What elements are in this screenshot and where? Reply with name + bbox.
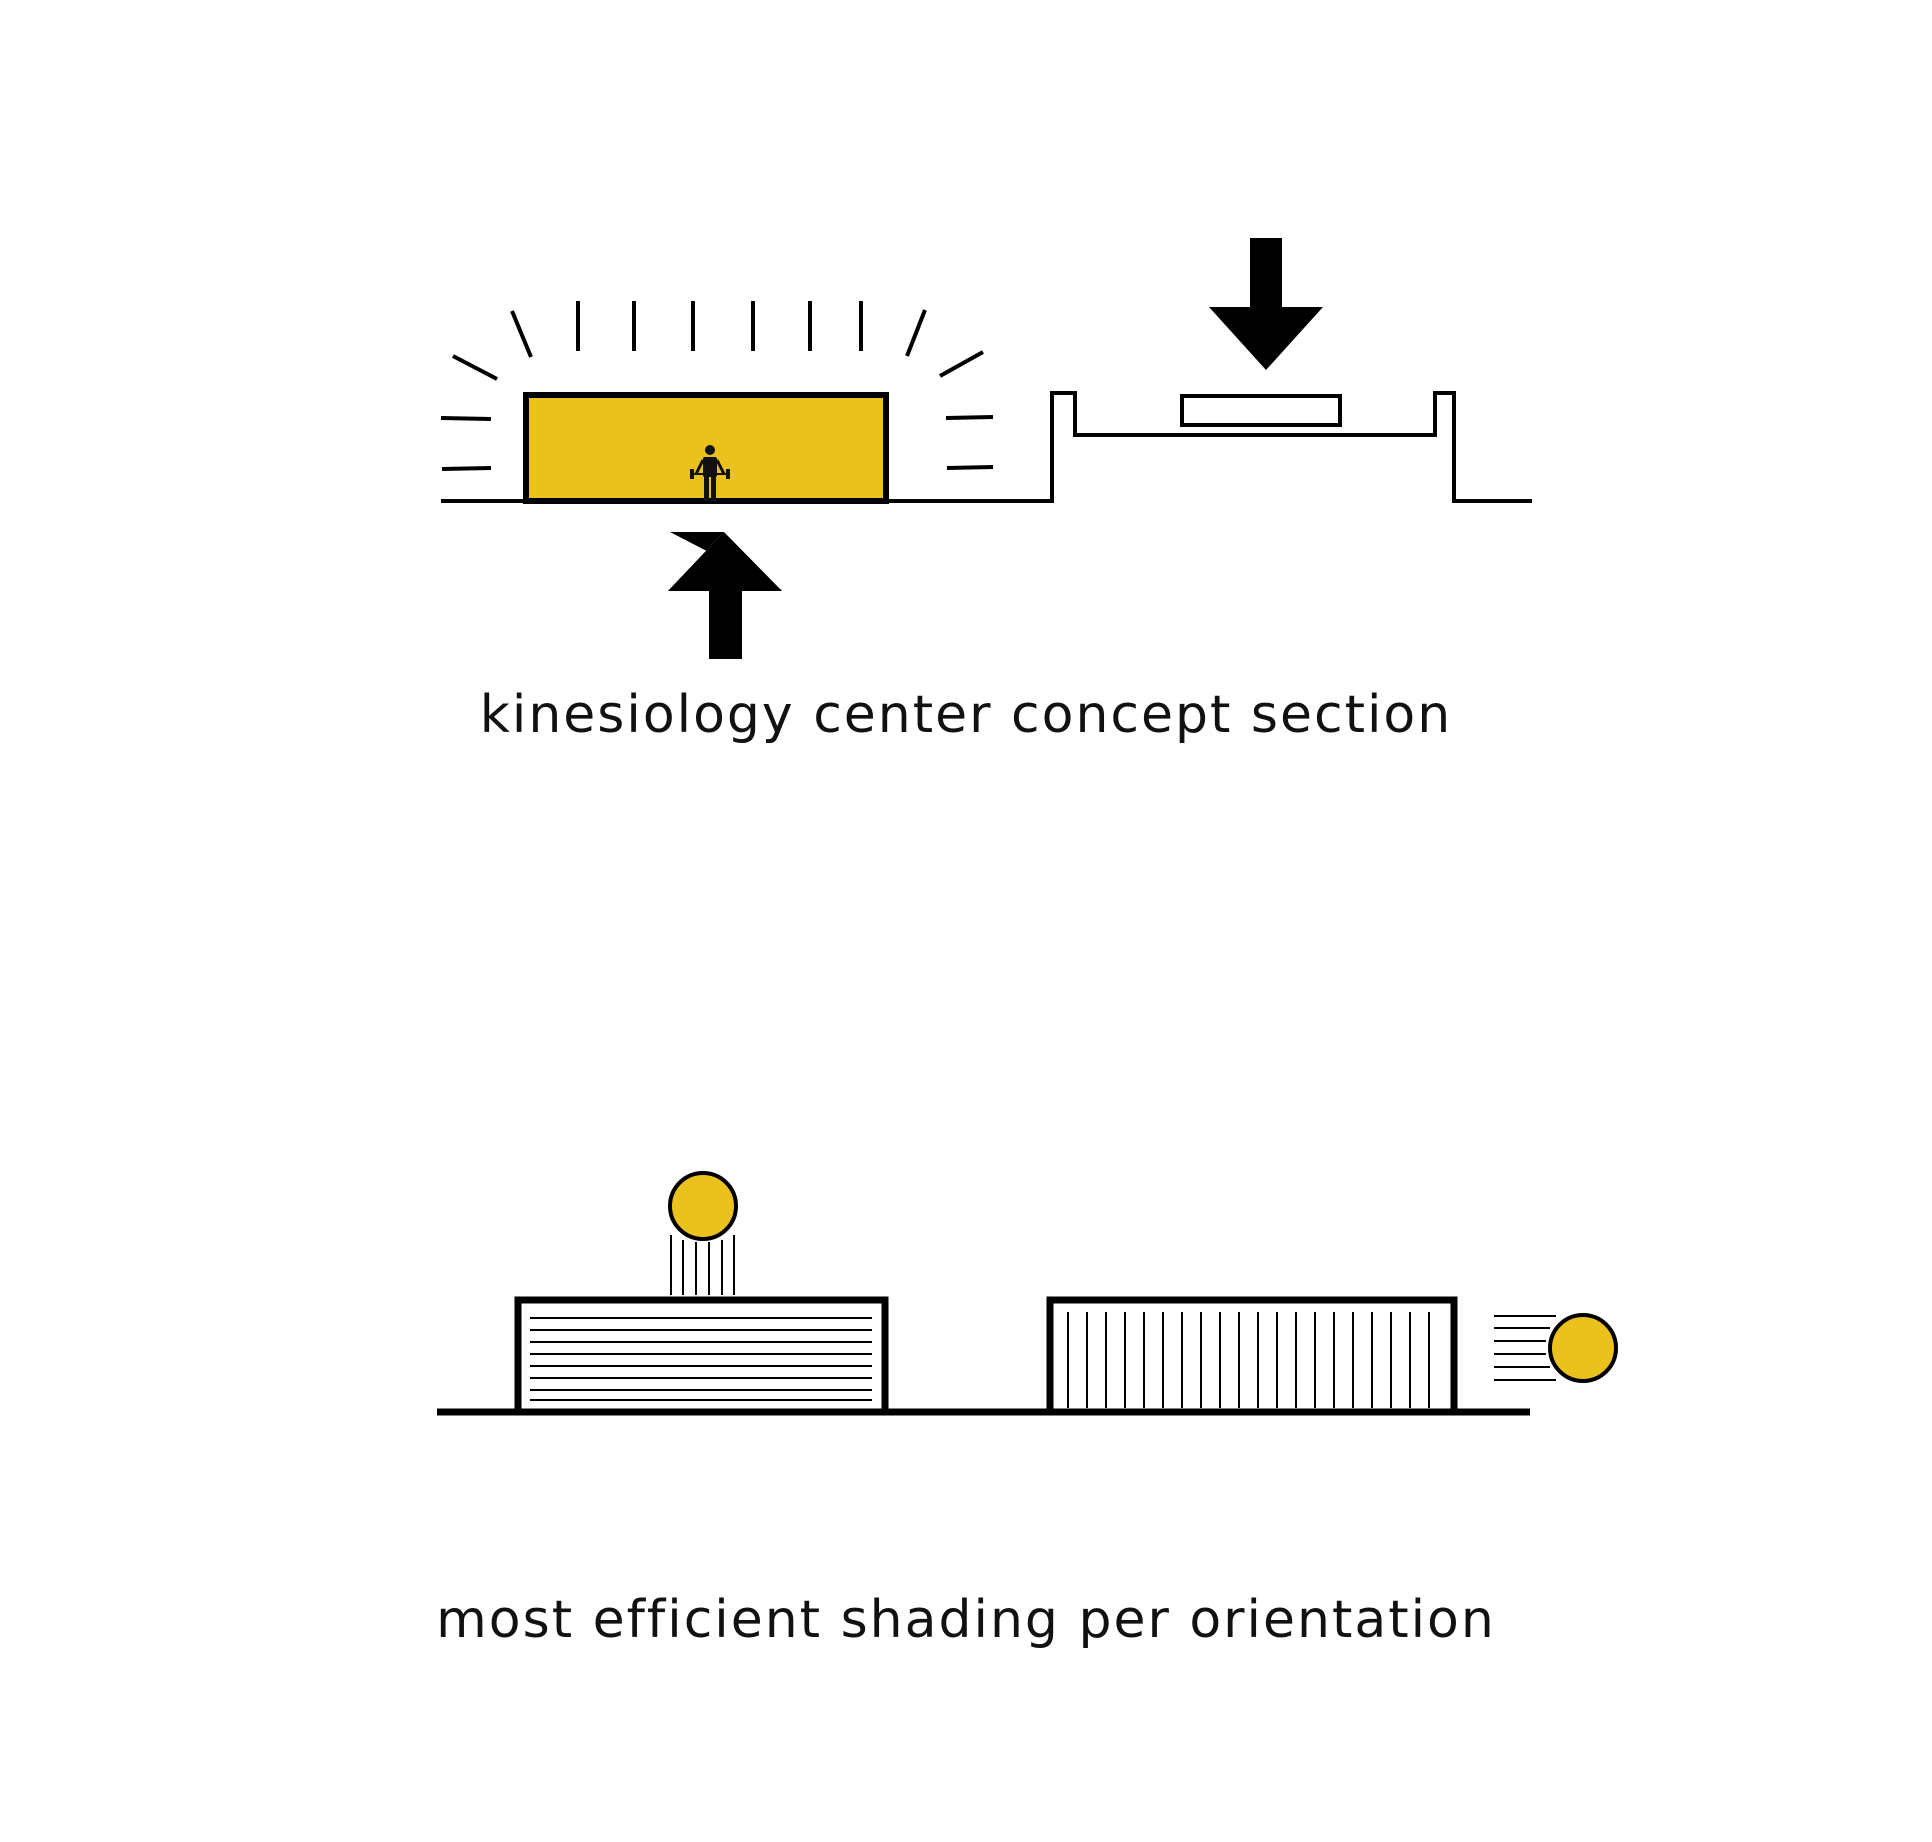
horizontal-louvers [530, 1317, 872, 1401]
sunken-plaza-profile [1050, 391, 1532, 503]
vertical-fins [1067, 1312, 1430, 1408]
plaza-slab [1180, 394, 1342, 427]
sun-rays-vertical [670, 1235, 735, 1295]
concept-section-diagram [440, 238, 1532, 659]
sun-rays-horizontal [1494, 1315, 1556, 1381]
person-lifting-weights-icon [690, 445, 730, 501]
building-horizontal-shading [514, 1296, 889, 1416]
sun-icon [668, 1171, 738, 1241]
shading-diagram [437, 1171, 1618, 1416]
arrow-down-icon [1209, 238, 1323, 370]
sun-icon [1548, 1313, 1618, 1383]
arrow-up-icon [668, 532, 782, 659]
radiating-lines [440, 301, 994, 471]
concept-section-caption: kinesiology center concept section [479, 685, 1453, 745]
building-vertical-shading [1046, 1296, 1458, 1416]
shading-caption: most efficient shading per orientation [436, 1590, 1496, 1650]
